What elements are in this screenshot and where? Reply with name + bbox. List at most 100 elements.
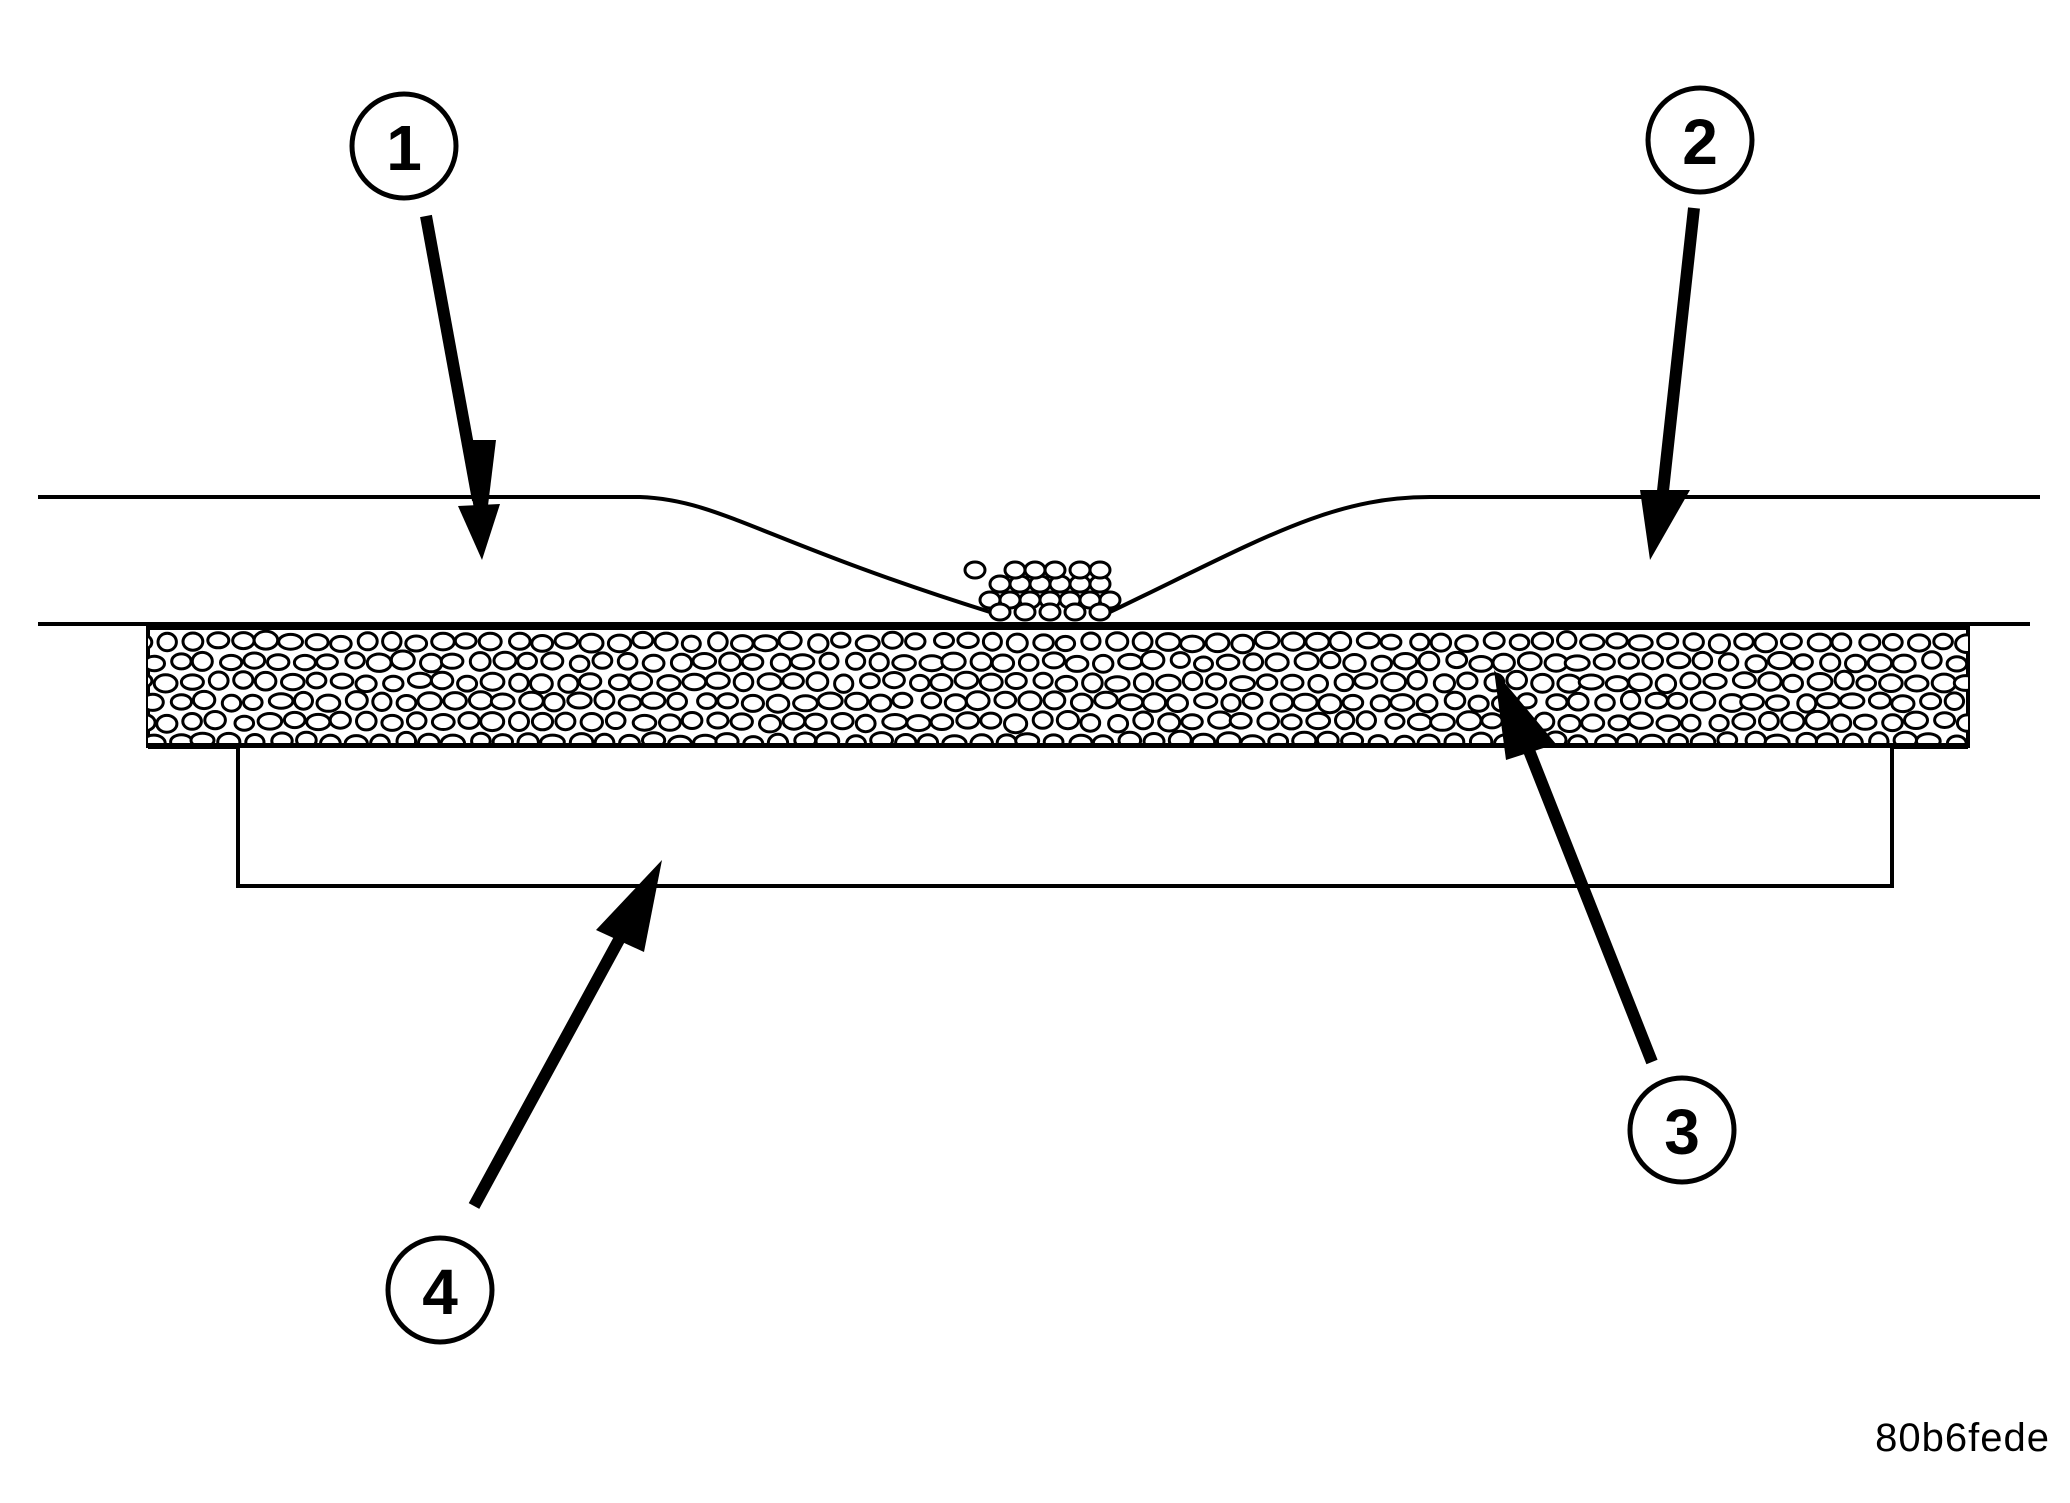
pebble	[1093, 690, 1119, 710]
pebble	[1933, 711, 1957, 729]
pebble	[518, 690, 545, 711]
pebble	[329, 634, 353, 653]
pebble	[1930, 672, 1958, 694]
pebble	[1731, 712, 1757, 731]
pebble	[756, 672, 783, 691]
pebble	[993, 690, 1018, 710]
pebble	[956, 631, 980, 649]
pebble	[148, 654, 166, 673]
pebble	[854, 634, 881, 653]
pebble	[1242, 652, 1265, 672]
pebble	[1205, 672, 1228, 691]
pebble	[1215, 653, 1241, 671]
pebble	[1508, 633, 1531, 652]
mound-pebble	[1038, 602, 1062, 622]
pebble	[203, 710, 227, 731]
pebble	[148, 633, 154, 652]
base-plate	[236, 744, 1894, 888]
pebble	[479, 711, 506, 733]
pebble	[181, 712, 203, 731]
pebble	[1516, 651, 1543, 672]
pebble	[1545, 693, 1569, 711]
pebble	[631, 713, 658, 732]
mound-pebble	[1063, 602, 1087, 622]
pebble	[305, 671, 328, 690]
pebble	[267, 692, 295, 710]
pebble	[805, 671, 830, 692]
pebble	[1644, 691, 1670, 710]
pebble	[765, 693, 791, 714]
pebble	[891, 654, 917, 672]
pebble	[1619, 690, 1642, 711]
pebble	[1054, 634, 1077, 653]
pebble	[1417, 650, 1441, 672]
pebble	[617, 694, 643, 712]
pebble	[148, 712, 157, 733]
pebble	[704, 671, 731, 690]
pebble	[1779, 632, 1803, 651]
pebble	[680, 711, 704, 730]
pebble	[1627, 634, 1654, 652]
pebble	[1443, 732, 1466, 746]
mound-pebble	[963, 560, 987, 580]
mound-pebble	[1023, 560, 1047, 580]
pebble	[1967, 733, 1968, 746]
pebble	[1091, 734, 1115, 746]
pebble	[1081, 672, 1104, 694]
pebble	[1806, 672, 1834, 692]
pebble	[1384, 712, 1406, 730]
pebble	[1005, 632, 1029, 654]
pebble	[489, 692, 516, 711]
pebble	[631, 630, 655, 650]
pebble	[1017, 690, 1043, 712]
pebble	[1530, 631, 1555, 651]
pebble	[1328, 631, 1353, 652]
pebble	[1679, 671, 1702, 691]
callout-3-number: 3	[1664, 1096, 1700, 1168]
pebble	[1842, 732, 1864, 746]
pebble	[1682, 632, 1705, 652]
pebble	[666, 691, 688, 711]
pebble	[1767, 651, 1794, 671]
pebble	[803, 712, 828, 731]
figure-code: 80b6fede	[1875, 1416, 2050, 1460]
pebble	[1656, 632, 1680, 651]
pebble	[1702, 672, 1728, 690]
pebble	[179, 673, 205, 691]
pebble	[578, 632, 605, 654]
pebble	[1380, 671, 1408, 693]
pebble	[1666, 691, 1689, 710]
pebble	[566, 691, 593, 710]
pebble	[530, 711, 555, 732]
pebble	[395, 694, 418, 712]
pebble	[304, 633, 330, 652]
pebble	[1480, 712, 1504, 730]
pebble	[1764, 694, 1790, 712]
pebble	[1307, 674, 1329, 694]
pebble	[1580, 713, 1606, 733]
pebble	[691, 652, 718, 670]
pebble	[467, 690, 494, 711]
pebble	[1241, 691, 1264, 710]
pebble	[1655, 714, 1682, 733]
pebble	[894, 733, 918, 746]
pebble	[1830, 713, 1853, 733]
pebble	[381, 631, 403, 652]
pebble	[516, 732, 540, 746]
pebble	[1971, 695, 1991, 709]
pebble	[1333, 672, 1355, 693]
pebble	[940, 651, 967, 672]
pebble	[1230, 633, 1256, 655]
pebble	[1256, 711, 1280, 731]
pebble	[1193, 655, 1214, 673]
pebble	[1491, 652, 1516, 673]
pebble	[1064, 654, 1090, 673]
pebble	[1180, 713, 1204, 731]
pebble	[1229, 675, 1256, 693]
pebble	[979, 711, 1003, 730]
pebble	[554, 711, 577, 732]
pebble	[1406, 670, 1428, 691]
pebble	[1454, 634, 1479, 653]
pebble	[1456, 671, 1479, 691]
